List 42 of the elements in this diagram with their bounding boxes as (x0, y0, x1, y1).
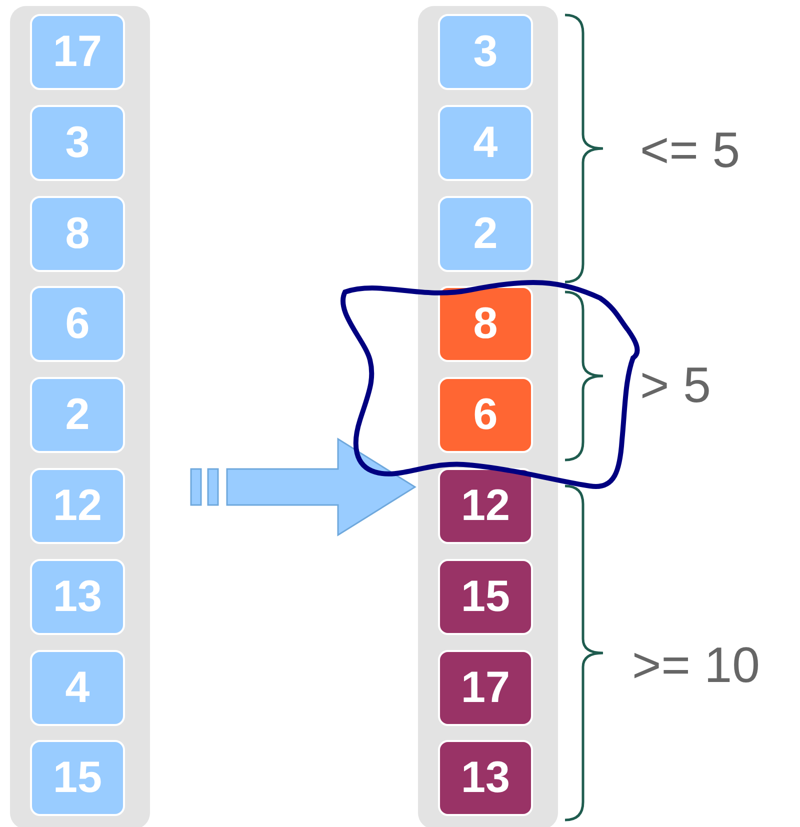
number-tile (438, 14, 533, 90)
number-text: 8 (65, 208, 90, 259)
number-tile (438, 650, 533, 726)
number-tile (30, 468, 125, 544)
number-tile (438, 740, 533, 816)
number-tile (438, 196, 533, 272)
number-tile (30, 558, 125, 635)
number-text: 12 (53, 481, 102, 531)
number-text: 17 (461, 662, 510, 713)
number-tile (438, 377, 533, 454)
number-text: 17 (53, 27, 102, 77)
number-text: 6 (65, 299, 90, 350)
number-text: 3 (473, 27, 498, 77)
number-tile (30, 740, 125, 816)
number-text: 4 (65, 662, 90, 713)
column-panel (418, 6, 558, 827)
number-tile (30, 14, 125, 90)
number-text: 13 (53, 572, 102, 622)
number-text: 3 (65, 118, 90, 168)
range-label: >= 10 (632, 640, 760, 690)
number-text: 15 (53, 753, 102, 804)
number-tile (438, 558, 533, 635)
number-tile (30, 650, 125, 726)
number-text: 4 (473, 118, 498, 168)
number-tile (30, 196, 125, 272)
number-text: 15 (461, 572, 510, 622)
number-text: 13 (461, 753, 510, 804)
number-tile (30, 286, 125, 362)
number-tile (438, 286, 533, 362)
block-arrow (190, 438, 416, 536)
range-label: > 5 (640, 360, 711, 410)
number-text: 6 (473, 390, 498, 440)
number-text: 2 (65, 390, 90, 440)
number-tile (438, 104, 533, 181)
range-label: <= 5 (640, 125, 740, 175)
number-tile (30, 377, 125, 454)
number-text: 12 (461, 481, 510, 531)
column-panel (10, 6, 150, 827)
number-tile (30, 104, 125, 181)
number-text: 2 (473, 208, 498, 259)
number-text: 8 (473, 299, 498, 350)
number-tile (438, 468, 533, 544)
